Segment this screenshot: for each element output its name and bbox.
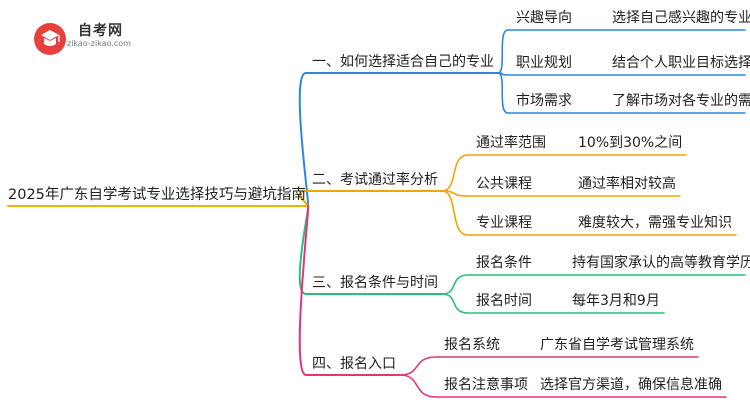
subtopic-label: 报名时间 bbox=[476, 293, 532, 309]
subtopic-label: 市场需求 bbox=[516, 93, 572, 109]
branch-link bbox=[298, 72, 310, 207]
subtopic-link bbox=[441, 274, 469, 295]
branch-link bbox=[298, 205, 310, 376]
root-topic: 2025年广东自学考试专业选择技巧与避坑指南 bbox=[8, 187, 306, 203]
branch-topic: 二、考试通过率分析 bbox=[312, 172, 438, 188]
subtopic-link bbox=[441, 190, 469, 236]
subtopic-label: 报名注意事项 bbox=[444, 377, 528, 393]
subtopic-label: 兴趣导向 bbox=[516, 10, 572, 26]
subtopic-detail: 持有国家承认的高等教育学历 bbox=[572, 255, 750, 271]
branch-topic: 一、如何选择适合自己的专业 bbox=[312, 54, 494, 70]
subtopic-detail: 广东省自学考试管理系统 bbox=[540, 337, 694, 353]
branch-topic: 四、报名入口 bbox=[312, 356, 396, 372]
subtopic-detail: 通过率相对较高 bbox=[578, 176, 676, 192]
subtopic-detail: 选择自己感兴趣的专业 bbox=[612, 10, 750, 26]
logo-url: zikao-zikao.com bbox=[67, 39, 131, 48]
subtopic-detail: 难度较大，需强专业知识 bbox=[578, 215, 732, 231]
subtopic-detail: 结合个人职业目标选择专业 bbox=[612, 55, 750, 71]
branch-topic: 三、报名条件与时间 bbox=[312, 275, 438, 291]
subtopic-label: 报名系统 bbox=[444, 337, 500, 353]
subtopic-link bbox=[441, 293, 469, 314]
subtopic-detail: 了解市场对各专业的需求 bbox=[612, 93, 750, 109]
subtopic-link bbox=[497, 29, 509, 74]
logo-name: 自考网 bbox=[78, 23, 123, 39]
subtopic-link bbox=[441, 154, 469, 192]
subtopic-link bbox=[497, 72, 509, 114]
subtopic-link bbox=[399, 356, 437, 376]
subtopic-label: 通过率范围 bbox=[476, 135, 546, 151]
subtopic-detail: 选择官方渠道，确保信息准确 bbox=[540, 377, 722, 393]
subtopic-label: 职业规划 bbox=[516, 55, 572, 71]
subtopic-detail: 每年3月和9月 bbox=[572, 293, 660, 309]
subtopic-link bbox=[399, 374, 437, 398]
subtopic-label: 报名条件 bbox=[476, 255, 532, 271]
logo-icon bbox=[34, 23, 66, 55]
subtopic-detail: 10%到30%之间 bbox=[578, 135, 683, 151]
subtopic-label: 公共课程 bbox=[476, 176, 532, 192]
subtopic-label: 专业课程 bbox=[476, 215, 532, 231]
